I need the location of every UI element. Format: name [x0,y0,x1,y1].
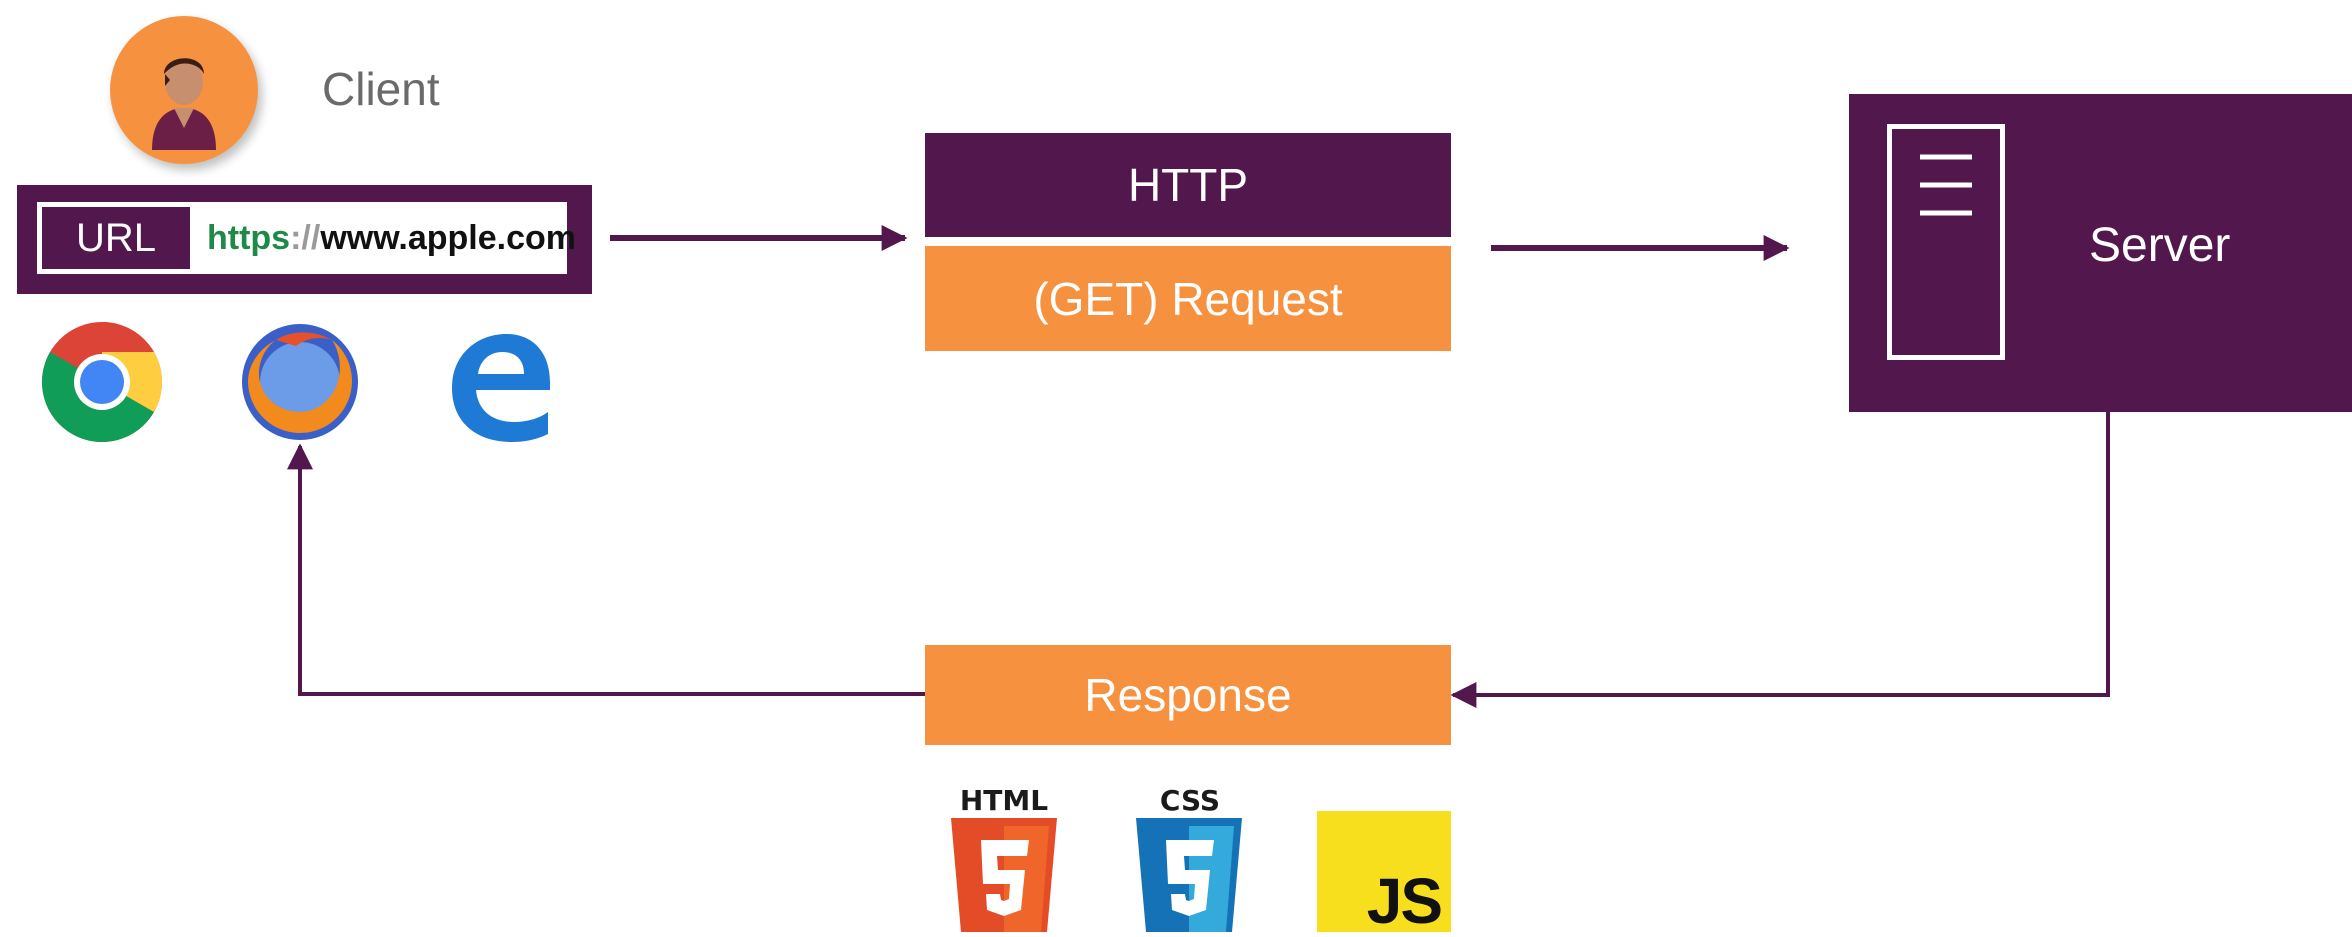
url-tag: URL [37,202,195,274]
css3-icon [1132,818,1246,932]
url-separator: :// [290,219,321,257]
client-label: Client [322,63,440,115]
css-label: CSS [1159,784,1221,817]
url-scheme: https [207,219,291,257]
arrow-server-to-response [1450,412,2110,708]
chrome-icon [38,318,166,446]
url-value[interactable]: https://www.apple.com [207,202,576,274]
server-box: Server [1849,94,2352,412]
firefox-icon [236,318,364,446]
js-label: JS [1366,865,1443,932]
get-request-box: (GET) Request [925,246,1451,351]
javascript-icon: JS [1317,811,1451,932]
server-icon [1887,124,2005,360]
edge-icon [432,318,560,446]
url-host: www.apple.com [320,219,576,257]
person-icon [152,58,216,150]
server-label: Server [2089,219,2231,272]
html-label: HTML [959,784,1049,817]
address-bar[interactable]: URL https://www.apple.com [17,185,592,294]
client-avatar [110,16,258,164]
http-protocol-box: HTTP [925,133,1451,237]
arrow-response-to-browser [287,443,925,696]
response-box: Response [925,645,1451,745]
html5-icon [947,818,1061,932]
